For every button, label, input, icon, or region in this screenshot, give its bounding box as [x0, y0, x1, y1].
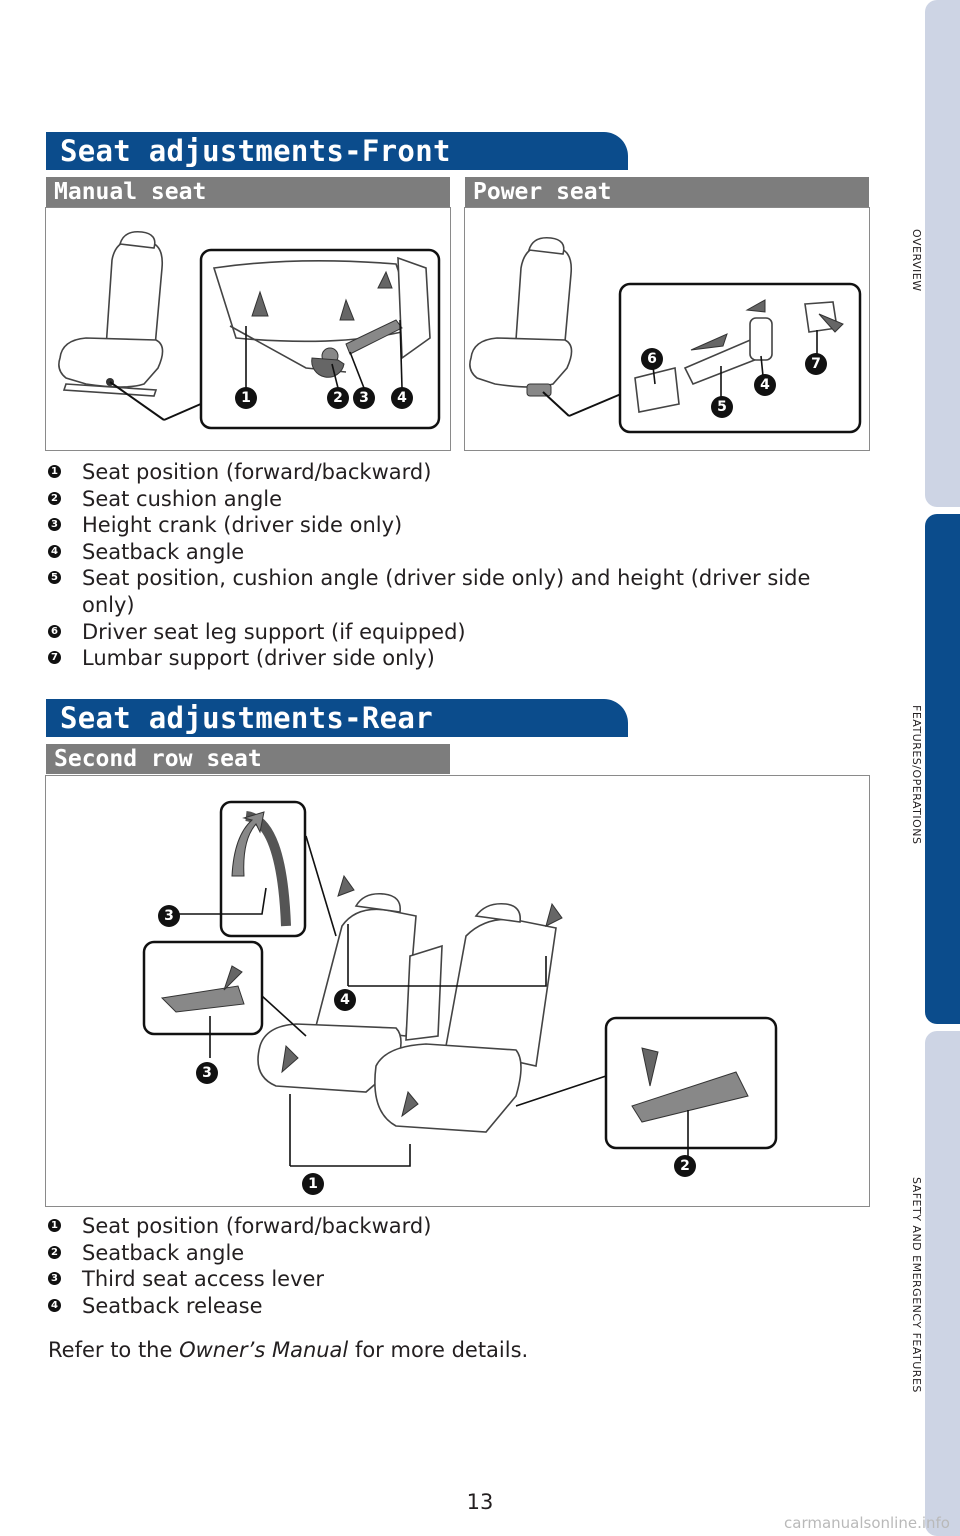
second-row-illustration: 3 4 3 1 2 [45, 775, 870, 1207]
manual-seat-illustration: 1 2 3 4 [45, 207, 451, 451]
legend-item: 3 Height crank (driver side only) [48, 512, 862, 539]
rear-seat-outline [257, 892, 557, 1133]
note-emphasis: Owner’s Manual [179, 1338, 349, 1362]
manual-seat-heading: Manual seat [46, 177, 450, 207]
legend-number: 4 [48, 544, 61, 558]
legend-number: 3 [48, 518, 61, 532]
legend-item: 2 Seatback angle [48, 1240, 862, 1267]
power-callout-4: 4 [754, 374, 776, 396]
legend-text: Seatback angle [82, 1240, 245, 1265]
seatback-angle-detail [604, 1016, 778, 1150]
owners-manual-note: Refer to the Owner’s Manual for more det… [48, 1338, 528, 1362]
tab-features-operations[interactable] [925, 514, 960, 1024]
legend-number: 2 [48, 491, 61, 505]
second-row-drawing [142, 800, 778, 1167]
legend-text: Driver seat leg support (if equipped) [82, 619, 466, 644]
second-row-heading: Second row seat [46, 744, 450, 774]
legend-text: Seatback angle [82, 539, 245, 564]
side-label-overview: OVERVIEW [910, 228, 923, 292]
power-callout-7: 7 [805, 353, 827, 375]
legend-number: 1 [48, 465, 61, 478]
tab-overview[interactable] [925, 0, 960, 507]
legend-number: 6 [48, 624, 61, 638]
power-callout-6: 6 [641, 348, 663, 370]
legend-item: 1 Seat position (forward/backward) [48, 1213, 862, 1240]
power-seat-illustration: 6 5 4 7 [464, 207, 870, 451]
third-seat-lever-detail [142, 940, 264, 1036]
legend-item: 4 Seatback angle [48, 539, 862, 566]
legend-text: Seatback release [82, 1293, 263, 1318]
legend-text: Seat position, cushion angle (driver sid… [82, 566, 811, 617]
rear-callout-4: 4 [334, 989, 356, 1011]
manual-callout-2: 2 [327, 387, 349, 409]
rear-callout-2: 2 [674, 1155, 696, 1177]
legend-text: Seat position (forward/backward) [82, 460, 432, 484]
legend-item: 7 Lumbar support (driver side only) [48, 645, 862, 672]
legend-number: 5 [48, 571, 61, 585]
manual-callout-4: 4 [391, 387, 413, 409]
legend-number: 7 [48, 651, 61, 665]
power-seat-drawing [469, 236, 862, 434]
legend-item: 6 Driver seat leg support (if equipped) [48, 619, 862, 646]
rear-callout-3b: 3 [196, 1062, 218, 1084]
legend-item: 1 Seat position (forward/backward) [48, 459, 862, 486]
note-prefix: Refer to the [48, 1338, 180, 1362]
tab-safety[interactable] [925, 1031, 960, 1536]
rear-callout-3a: 3 [158, 905, 180, 927]
legend-text: Seat position (forward/backward) [82, 1214, 432, 1238]
legend-text: Height crank (driver side only) [82, 513, 403, 538]
legend-text: Seat cushion angle [82, 486, 283, 511]
manual-callout-1: 1 [235, 387, 257, 409]
rear-callout-1: 1 [302, 1173, 324, 1195]
legend-item: 2 Seat cushion angle [48, 486, 862, 513]
page-number: 13 [466, 1490, 494, 1514]
legend-number: 3 [48, 1272, 61, 1286]
legend-number: 1 [48, 1219, 61, 1232]
legend-text: Lumbar support (driver side only) [82, 646, 435, 671]
watermark-text: carmanualsonline.info [784, 1514, 950, 1532]
side-label-safety: SAFETY AND EMERGENCY FEATURES [910, 1177, 923, 1393]
manual-callout-3: 3 [353, 387, 375, 409]
front-seat-outline [58, 230, 164, 397]
legend-number: 4 [48, 1298, 61, 1312]
legend-item: 4 Seatback release [48, 1293, 862, 1320]
power-callout-5: 5 [711, 396, 733, 418]
manual-seat-drawing [58, 230, 441, 430]
rear-section-title: Seat adjustments-Rear [46, 699, 628, 737]
legend-item: 3 Third seat access lever [48, 1266, 862, 1293]
section-tabs [925, 0, 960, 1536]
power-seat-heading: Power seat [465, 177, 869, 207]
front-section-title: Seat adjustments-Front [46, 132, 628, 170]
side-label-features: FEATURES/OPERATIONS [910, 705, 923, 845]
legend-text: Third seat access lever [82, 1267, 325, 1292]
legend-number: 2 [48, 1245, 61, 1259]
note-suffix: for more details. [348, 1338, 529, 1362]
legend-item: 5 Seat position, cushion angle (driver si… [48, 565, 862, 618]
